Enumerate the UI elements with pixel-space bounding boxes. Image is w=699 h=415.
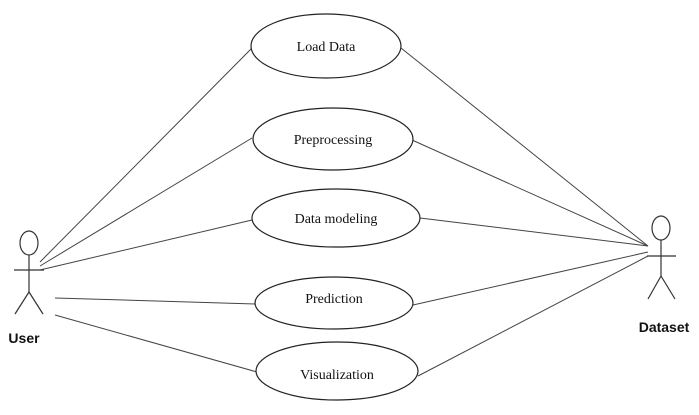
assoc-user-preprocessing: [39, 137, 253, 267]
use-case-visualization: Visualization: [255, 341, 419, 401]
assoc-user-data-modeling: [39, 219, 253, 271]
use-case-preprocessing: Preprocessing: [252, 107, 414, 171]
use-case-ellipse: [251, 188, 421, 248]
assoc-user-visualization: [54, 314, 258, 373]
dataset-actor: Dataset: [639, 215, 690, 335]
use-case-ellipse: [255, 341, 419, 401]
use-case-label: Prediction: [305, 292, 363, 307]
use-case-prediction: Prediction: [254, 276, 414, 330]
use-case-label: Load Data: [297, 40, 356, 55]
use-case-label: Data modeling: [295, 212, 378, 227]
use-case-ellipse: [250, 13, 402, 79]
assoc-dataset-load-data: [400, 47, 649, 247]
use-case-ellipse: [252, 107, 414, 171]
dataset-associations: [400, 47, 649, 377]
user-actor-label: User: [8, 330, 40, 346]
assoc-dataset-visualization: [417, 255, 649, 377]
assoc-user-load-data: [39, 47, 253, 263]
dataset-actor-label: Dataset: [639, 319, 690, 335]
use-case-load-data: Load Data: [250, 13, 402, 79]
use-case-label: Visualization: [300, 368, 374, 383]
user-actor: User: [8, 230, 44, 346]
user-associations: [39, 47, 258, 373]
use-case-label: Preprocessing: [294, 133, 373, 148]
assoc-dataset-prediction: [412, 251, 649, 306]
assoc-user-prediction: [54, 297, 257, 305]
use-case-ellipse: [254, 276, 414, 330]
assoc-dataset-data-modeling: [419, 217, 649, 247]
use-case-data-modeling: Data modeling: [251, 188, 421, 248]
assoc-dataset-preprocessing: [411, 139, 649, 247]
user-stick-figure-icon: [14, 230, 44, 315]
dataset-stick-figure-icon: [647, 215, 676, 300]
